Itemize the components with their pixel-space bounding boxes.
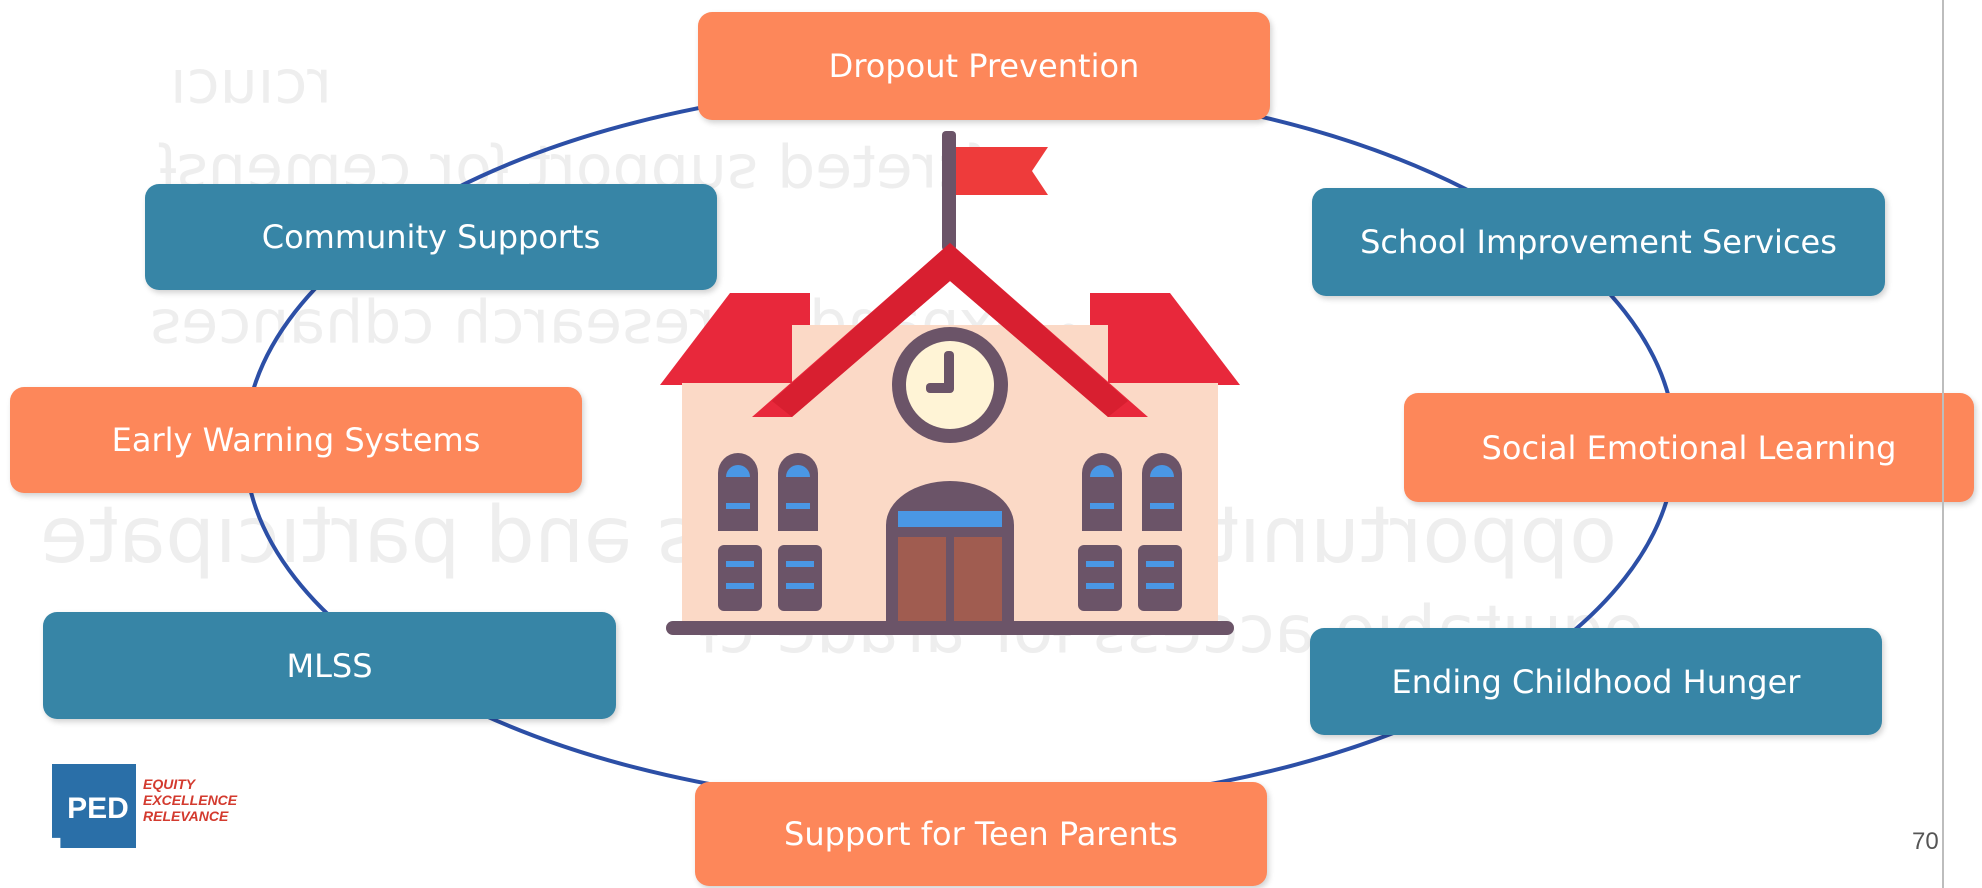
page-number: 70 <box>1912 828 1939 855</box>
box-school-improvement-services: School Improvement Services <box>1312 188 1885 296</box>
box-mlss: MLSS <box>43 612 616 719</box>
box-ending-childhood-hunger: Ending Childhood Hunger <box>1310 628 1882 735</box>
logo-tagline-2: EXCELLENCE <box>143 792 238 808</box>
logo-tagline-1: EQUITY <box>143 776 196 792</box>
logo-tagline-3: RELEVANCE <box>143 808 229 824</box>
logo-acronym: PED <box>67 792 129 825</box>
box-community-supports: Community Supports <box>145 184 717 290</box>
school-building-icon <box>660 131 1240 635</box>
page-edge-divider <box>1942 0 1944 888</box>
box-dropout-prevention: Dropout Prevention <box>698 12 1270 120</box>
ped-logo: PED EQUITY EXCELLENCE RELEVANCE <box>52 758 242 854</box>
box-social-emotional-learning: Social Emotional Learning <box>1404 393 1974 502</box>
new-mexico-state-shape <box>52 764 136 848</box>
box-early-warning-systems: Early Warning Systems <box>10 387 582 493</box>
box-support-for-teen-parents: Support for Teen Parents <box>695 782 1267 886</box>
